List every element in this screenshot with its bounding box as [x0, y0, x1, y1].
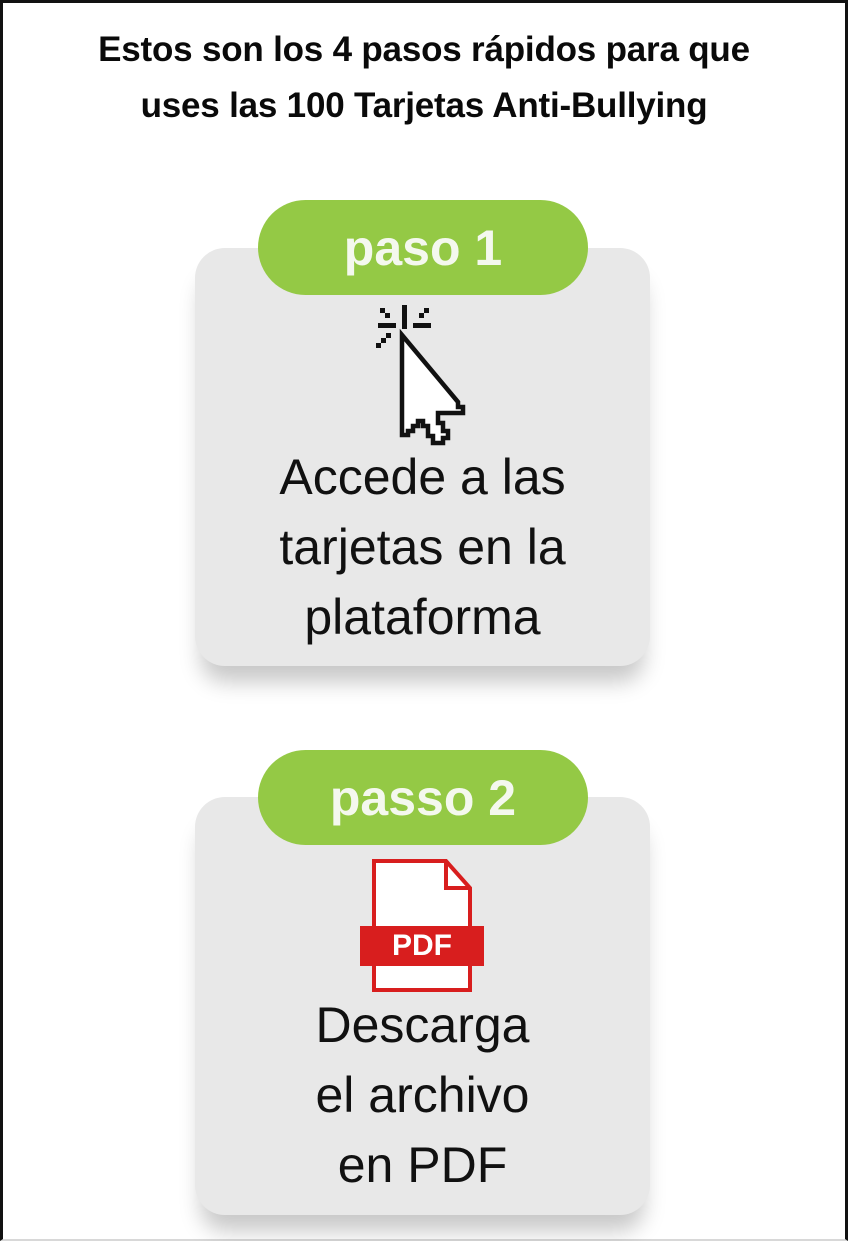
- title-line-1: Estos son los 4 pasos rápidos para que: [98, 30, 750, 69]
- step-2-text-line-2: el archivo: [315, 1067, 530, 1123]
- pixel-cursor-click-icon: [376, 305, 466, 446]
- page-title: Estos son los 4 pasos rápidos para que u…: [0, 22, 848, 134]
- pdf-file-icon: PDF: [358, 858, 486, 994]
- step-1-text-line-1: Accede a las: [279, 449, 566, 505]
- step-1-text-line-2: tarjetas en la: [279, 519, 566, 575]
- step-1-text: Accede a las tarjetas en la plataforma: [195, 442, 650, 652]
- step-2-text: Descarga el archivo en PDF: [195, 990, 650, 1200]
- step-1-badge: paso 1: [258, 200, 588, 295]
- step-1-text-line-3: plataforma: [304, 589, 541, 645]
- step-2-badge: passo 2: [258, 750, 588, 845]
- pdf-icon-label: PDF: [392, 929, 452, 962]
- title-line-2: uses las 100 Tarjetas Anti-Bullying: [140, 86, 708, 125]
- step-2-text-line-3: en PDF: [337, 1137, 508, 1193]
- step-2-text-line-1: Descarga: [315, 997, 530, 1053]
